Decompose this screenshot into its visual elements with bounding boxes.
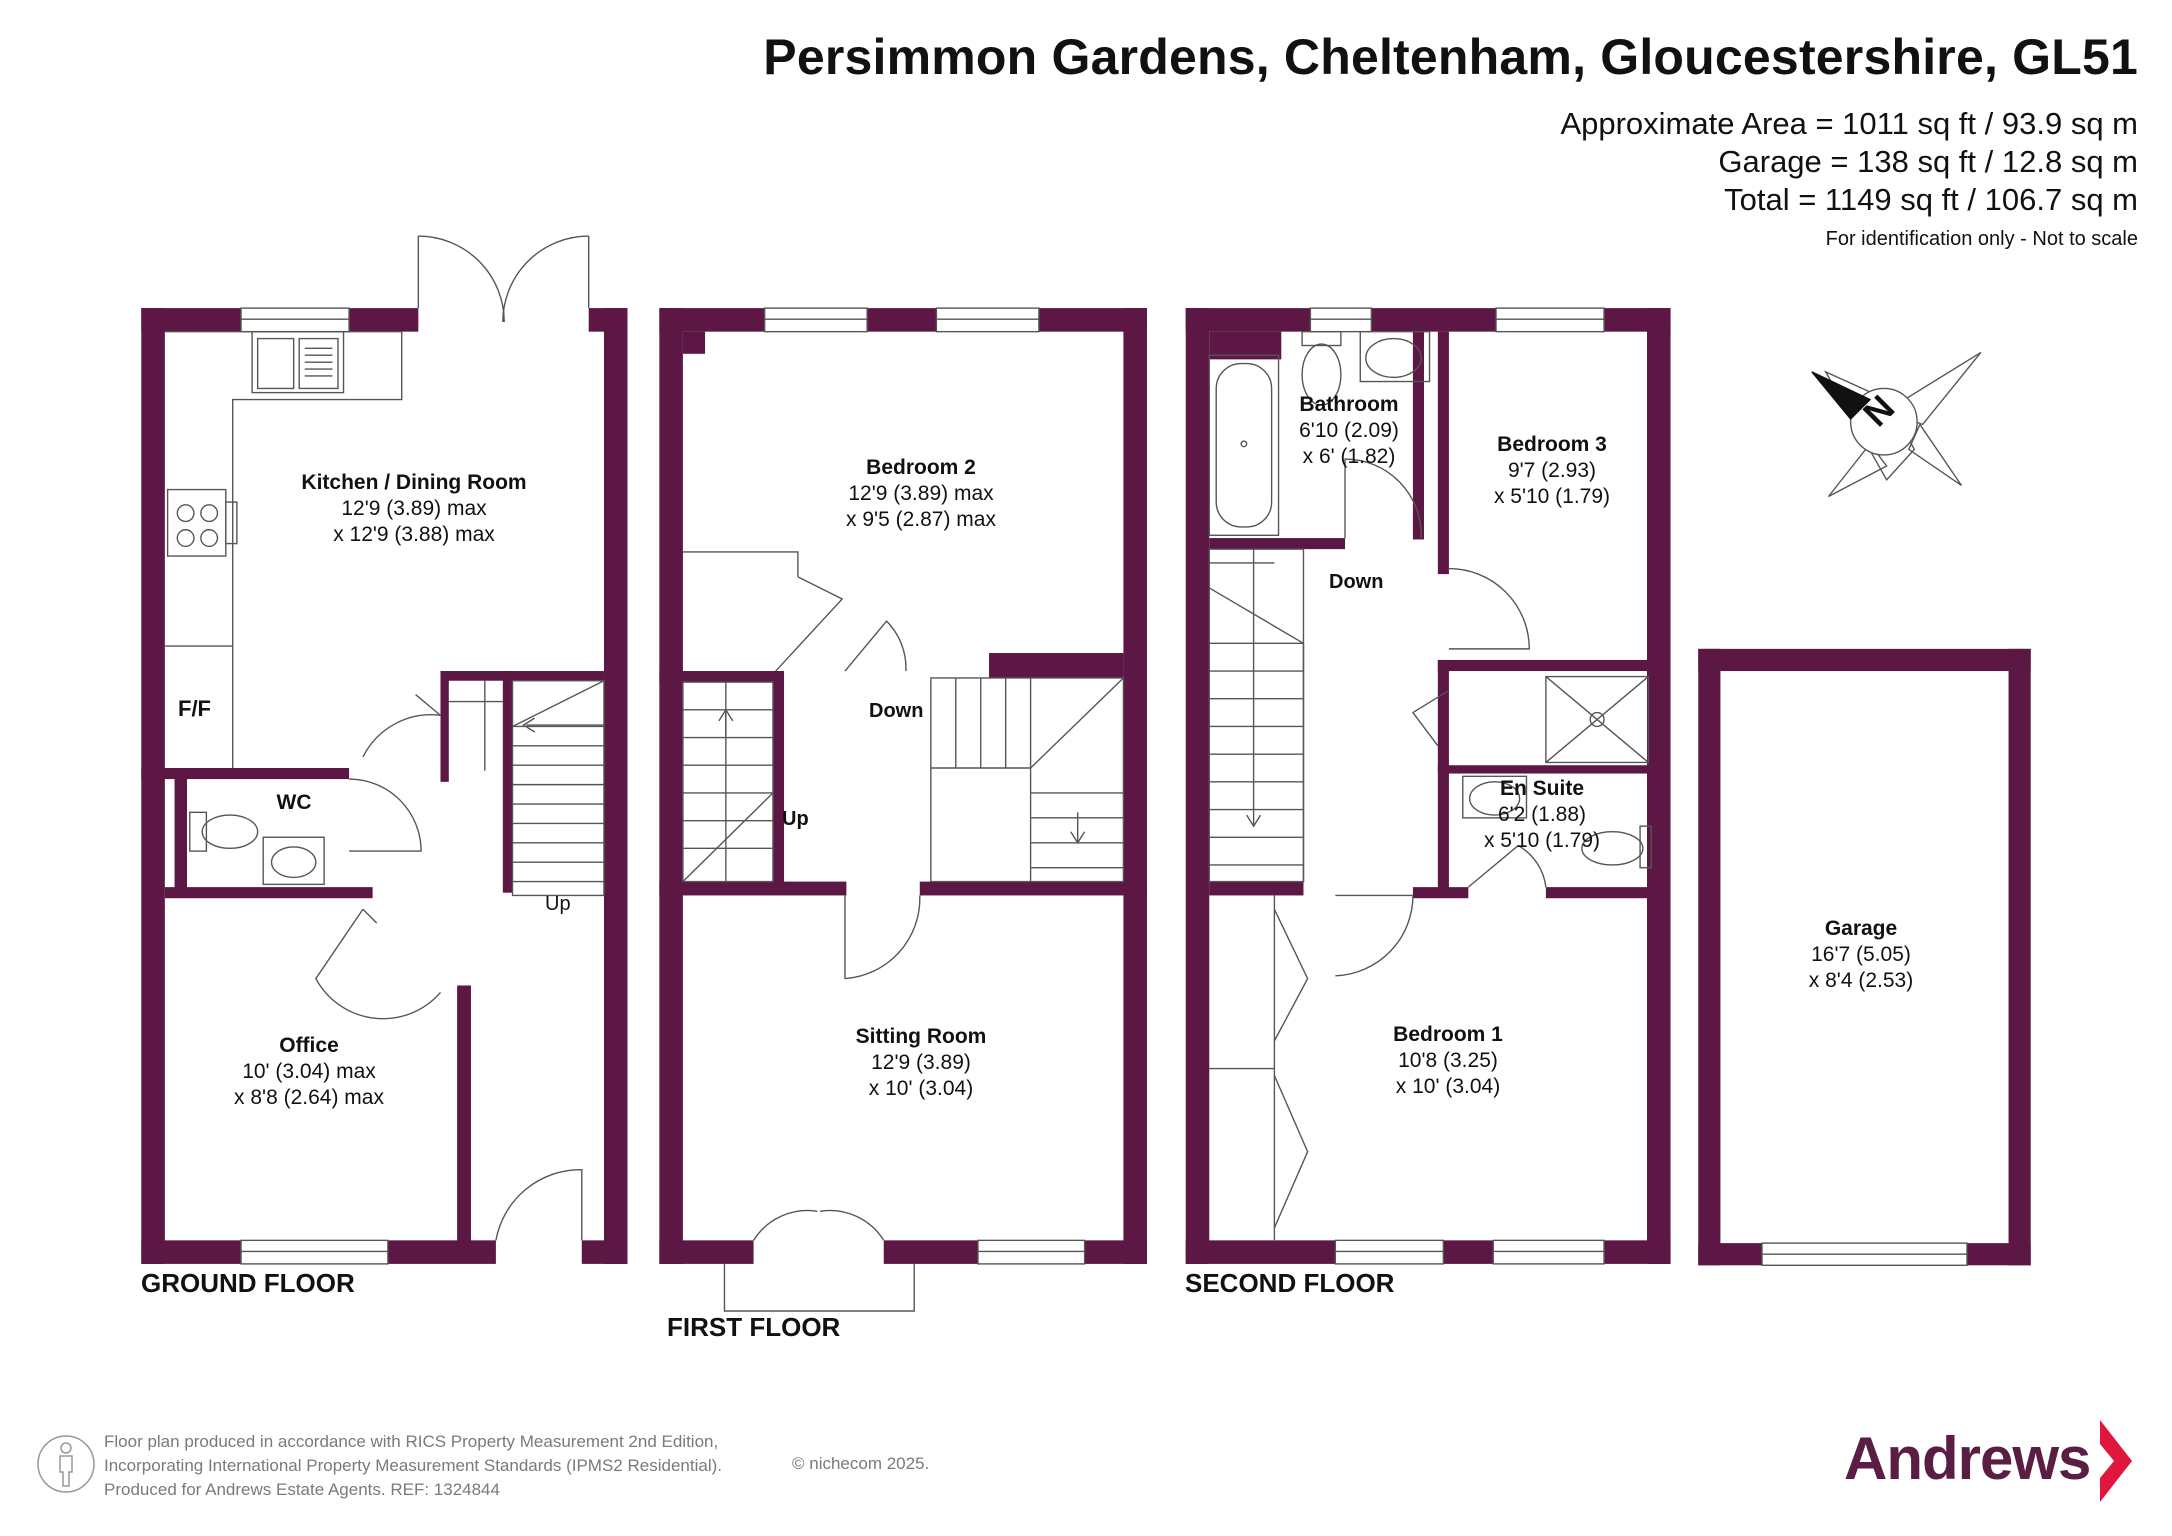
room-dim: 12'9 (3.89)	[871, 1051, 971, 1074]
room-label-en-suite: En Suite 6'2 (1.88) x 5'10 (1.79)	[1452, 776, 1632, 854]
floor-label-first: FIRST FLOOR	[667, 1312, 841, 1342]
room-label-bedroom3: Bedroom 3 9'7 (2.93) x 5'10 (1.79)	[1452, 432, 1652, 510]
brand-logo: Andrews	[1844, 1425, 2091, 1492]
room-dim: 16'7 (5.05)	[1811, 943, 1911, 966]
room-name: Garage	[1824, 917, 1898, 940]
fixtures	[164, 235, 1968, 1312]
room-dim: x 6' (1.82)	[1302, 445, 1396, 468]
person-icon	[37, 1435, 95, 1493]
area-total: Total = 1149 sq ft / 106.7 sq m	[1724, 182, 2138, 217]
room-dim: x 8'4 (2.53)	[1808, 969, 1914, 992]
floor-label-second: SECOND FLOOR	[1185, 1268, 1395, 1298]
stairs-down-label: Down	[869, 700, 924, 722]
room-label-bathroom: Bathroom 6'10 (2.09) x 6' (1.82)	[1254, 392, 1444, 470]
copyright-credit: © nichecom 2025.	[792, 1454, 930, 1473]
disclaimer: For identification only - Not to scale	[1825, 228, 2138, 250]
page-title: Persimmon Gardens, Cheltenham, Glouceste…	[763, 29, 2138, 85]
room-dim: x 9'5 (2.87) max	[846, 508, 996, 531]
stairs-down-label: Down	[1329, 571, 1384, 593]
fridge-freezer-label: F/F	[178, 696, 211, 721]
compass-icon	[1811, 351, 1982, 498]
room-name: Bedroom 3	[1497, 433, 1607, 456]
room-name: Bedroom 2	[866, 456, 976, 479]
room-dim: x 10' (3.04)	[868, 1077, 974, 1100]
room-dim: 9'7 (2.93)	[1507, 459, 1597, 482]
room-dim: x 12'9 (3.88) max	[333, 523, 495, 546]
floor-label-ground: GROUND FLOOR	[141, 1268, 355, 1298]
room-dim: 6'10 (2.09)	[1299, 419, 1399, 442]
footer-line: Produced for Andrews Estate Agents. REF:…	[104, 1480, 500, 1499]
footer-line: Floor plan produced in accordance with R…	[104, 1432, 719, 1451]
footer-text: Floor plan produced in accordance with R…	[104, 1430, 722, 1502]
room-name: WC	[276, 791, 312, 814]
area-main: Approximate Area = 1011 sq ft / 93.9 sq …	[1560, 106, 2138, 141]
room-label-bedroom1: Bedroom 1 10'8 (3.25) x 10' (3.04)	[1348, 1022, 1548, 1100]
room-dim: x 10' (3.04)	[1395, 1075, 1501, 1098]
room-dim: 12'9 (3.89) max	[341, 497, 487, 520]
walls	[141, 308, 2031, 1266]
stairs-up-label: Up	[545, 893, 571, 915]
room-name: Bathroom	[1299, 393, 1399, 416]
room-dim: x 8'8 (2.64) max	[234, 1086, 384, 1109]
room-label-kitchen: Kitchen / Dining Room 12'9 (3.89) max x …	[234, 470, 594, 548]
room-dim: x 5'10 (1.79)	[1483, 829, 1601, 852]
room-label-garage: Garage 16'7 (5.05) x 8'4 (2.53)	[1761, 916, 1961, 994]
room-name: Bedroom 1	[1393, 1023, 1503, 1046]
stairs-up-label: Up	[782, 808, 809, 830]
room-label-bedroom2: Bedroom 2 12'9 (3.89) max x 9'5 (2.87) m…	[781, 455, 1061, 533]
room-label-office: Office 10' (3.04) max x 8'8 (2.64) max	[179, 1033, 439, 1111]
room-dim: 12'9 (3.89) max	[848, 482, 994, 505]
room-name: En Suite	[1499, 777, 1584, 800]
room-name: Office	[279, 1034, 339, 1057]
room-dim: 10'8 (3.25)	[1398, 1049, 1498, 1072]
room-label-sitting-room: Sitting Room 12'9 (3.89) x 10' (3.04)	[791, 1024, 1051, 1102]
footer-line: Incorporating International Property Mea…	[104, 1456, 722, 1475]
room-name: Kitchen / Dining Room	[301, 471, 527, 494]
room-dim: 10' (3.04) max	[242, 1060, 376, 1083]
room-label-wc: WC	[254, 790, 334, 816]
area-garage: Garage = 138 sq ft / 12.8 sq m	[1718, 144, 2138, 179]
room-dim: x 5'10 (1.79)	[1493, 485, 1611, 508]
brand-chevron-icon	[2100, 1420, 2132, 1502]
room-dim: 6'2 (1.88)	[1497, 803, 1587, 826]
room-name: Sitting Room	[855, 1025, 987, 1048]
